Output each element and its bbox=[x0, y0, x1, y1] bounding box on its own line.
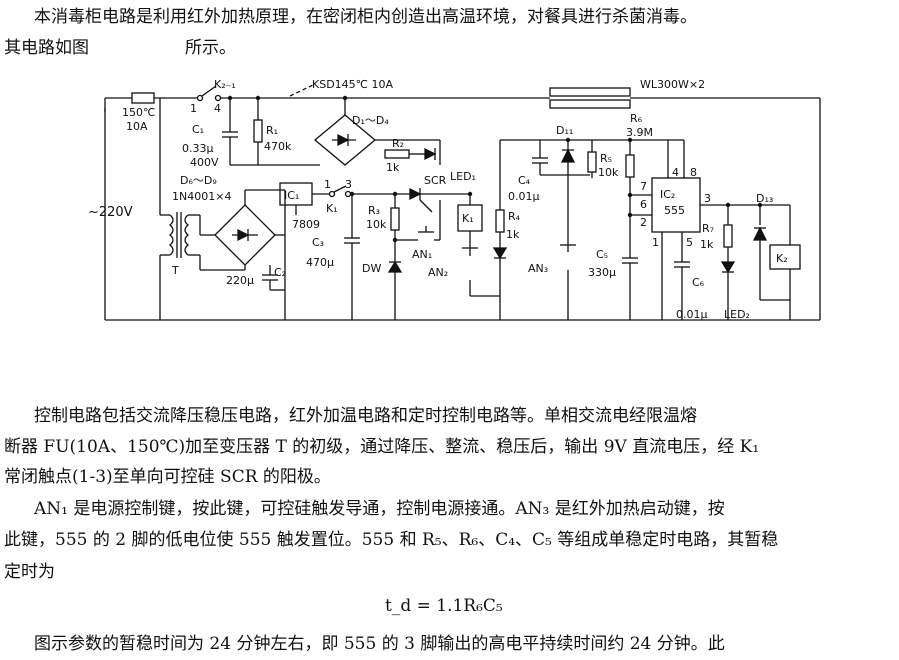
lbl-r3: R₃ bbox=[368, 204, 380, 217]
body-p2-line3: 定时为 bbox=[4, 562, 55, 582]
body-p1-line2: 断器 FU(10A、150℃)加至变压器 T 的初级，通过降压、整流、稳压后，输… bbox=[4, 437, 760, 457]
lbl-k21: K₂₋₁ bbox=[214, 78, 236, 91]
body-p2-line1: AN₁ 是电源控制键，按此键，可控硅触发导通，控制电源接通。AN₃ 是红外加热启… bbox=[34, 499, 725, 519]
lbl-p2: 2 bbox=[640, 216, 647, 229]
lbl-c4: C₄ bbox=[518, 174, 531, 187]
formula: t_d = 1.1R₆C₅ bbox=[385, 596, 503, 616]
lbl-n4: 4 bbox=[214, 102, 221, 115]
intro-line-1: 本消毒柜电路是利用红外加热原理，在密闭柜内创造出高温环境，对餐具进行杀菌消毒。 bbox=[34, 7, 697, 27]
lbl-ic2: IC₂ bbox=[660, 188, 675, 201]
lbl-r1: R₁ bbox=[266, 124, 278, 137]
body-p3-line1: 图示参数的暂稳时间为 24 分钟左右，即 555 的 3 脚输出的高电平持续时间… bbox=[34, 634, 725, 654]
lbl-c1w: 400V bbox=[190, 156, 219, 169]
lbl-r7v: 1k bbox=[700, 238, 714, 251]
lbl-led2: LED₂ bbox=[724, 308, 750, 321]
lbl-scr: SCR bbox=[424, 174, 447, 187]
lbl-diodes: 1N4001×4 bbox=[172, 190, 231, 203]
lbl-ic2v: 555 bbox=[664, 204, 685, 217]
heater-2 bbox=[549, 99, 631, 109]
lbl-r2v: 1k bbox=[386, 161, 400, 174]
lbl-p1: 1 bbox=[652, 236, 659, 249]
lbl-c5v: 330μ bbox=[588, 266, 616, 279]
body-p1-line3: 常闭触点(1-3)至单向可控硅 SCR 的阳极。 bbox=[4, 467, 331, 487]
lbl-d14: D₁～D₄ bbox=[352, 114, 389, 127]
lbl-c2: C₂ bbox=[274, 266, 286, 279]
lbl-r4v: 1k bbox=[506, 228, 520, 241]
lbl-p6: 6 bbox=[640, 198, 647, 211]
lbl-r7: R₇ bbox=[702, 222, 714, 235]
lbl-p7: 7 bbox=[640, 180, 647, 193]
lbl-r3v: 10k bbox=[366, 218, 387, 231]
lbl-d13: D₁₃ bbox=[756, 192, 773, 205]
k2-1-switch bbox=[201, 85, 217, 97]
lbl-c5: C₅ bbox=[596, 248, 608, 261]
lbl-kk1: K₁ bbox=[462, 212, 474, 225]
lbl-r2: R₂ bbox=[392, 137, 404, 150]
lbl-fuse: 150℃ bbox=[122, 106, 155, 119]
lbl-r1v: 470k bbox=[264, 140, 292, 153]
lbl-c1: C₁ bbox=[192, 123, 204, 136]
lbl-p5: 5 bbox=[686, 236, 693, 249]
heater-1 bbox=[549, 87, 631, 97]
lbl-c6v: 0.01μ bbox=[676, 308, 708, 321]
lbl-an3: AN₃ bbox=[528, 262, 548, 275]
lbl-c2v: 220μ bbox=[226, 274, 254, 287]
lbl-t: T bbox=[171, 264, 179, 277]
lbl-wl: WL300W×2 bbox=[640, 78, 705, 91]
lbl-r5v: 10k bbox=[598, 166, 619, 179]
lbl-c1v: 0.33μ bbox=[182, 142, 214, 155]
lbl-an1: AN₁ bbox=[412, 248, 432, 261]
lbl-dw: DW bbox=[362, 262, 381, 275]
lbl-fuse-current: 10A bbox=[126, 120, 148, 133]
lbl-d11: D₁₁ bbox=[556, 124, 573, 137]
lbl-p3: 3 bbox=[704, 192, 711, 205]
lbl-r6: R₆ bbox=[630, 112, 643, 125]
lbl-k2: K₂ bbox=[776, 252, 788, 265]
lbl-led1: LED₁ bbox=[450, 170, 476, 183]
body-p2-line2: 此键，555 的 2 脚的低电位使 555 触发置位。555 和 R₅、R₆、C… bbox=[4, 530, 779, 550]
lbl-r4: R₄ bbox=[508, 210, 521, 223]
lbl-p4: 4 bbox=[672, 166, 679, 179]
lbl-c3v: 470μ bbox=[306, 256, 334, 269]
fuse-symbol bbox=[131, 92, 155, 104]
lbl-an2: AN₂ bbox=[428, 266, 448, 279]
lbl-ic1: IC₁ bbox=[284, 189, 299, 202]
lbl-d69: D₆～D₉ bbox=[180, 174, 217, 187]
lbl-k1: K₁ bbox=[326, 202, 338, 215]
lbl-n1: 1 bbox=[190, 102, 197, 115]
k2-relay-box bbox=[769, 244, 801, 270]
body-p1-line1: 控制电路包括交流降压稳压电路，红外加温电路和定时控制电路等。单相交流电经限温熔 bbox=[34, 406, 697, 426]
intro-line-2a: 其电路如图 bbox=[4, 38, 89, 58]
intro-line-2b: 所示。 bbox=[185, 38, 236, 58]
lbl-ic1v: 7809 bbox=[292, 218, 320, 231]
lbl-p8: 8 bbox=[690, 166, 697, 179]
lbl-ksd: KSD145℃ 10A bbox=[312, 78, 394, 91]
circuit-schematic: 150℃ 10A ~220V KSD145℃ 10A WL300W×2 K₂₋₁… bbox=[88, 78, 821, 321]
lbl-n3: 3 bbox=[345, 178, 352, 191]
lbl-r6v: 3.9M bbox=[626, 126, 653, 139]
lbl-c6: C₆ bbox=[692, 276, 705, 289]
lbl-ac: ~220V bbox=[88, 205, 133, 220]
lbl-n1b: 1 bbox=[324, 178, 331, 191]
lbl-c4v: 0.01μ bbox=[508, 190, 540, 203]
lbl-r5: R₅ bbox=[600, 152, 612, 165]
lbl-c3: C₃ bbox=[312, 236, 324, 249]
